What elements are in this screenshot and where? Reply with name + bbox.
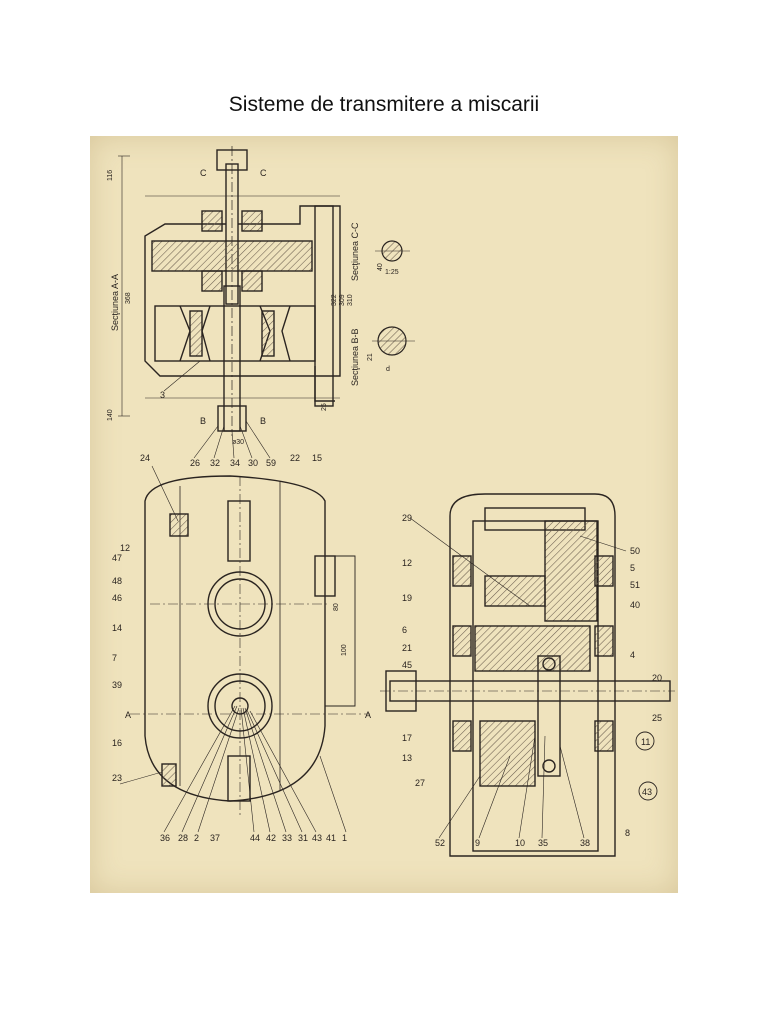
callout-side-12: 23 (112, 773, 122, 783)
marker-a-right: A (365, 710, 371, 720)
label-section-c-c: Secţiunea C-C (350, 222, 360, 281)
dim-116: 116 (107, 170, 114, 181)
callout-side-21: 43 (312, 833, 322, 843)
dim-310: 310 (347, 294, 354, 306)
leader-lines (119, 360, 627, 839)
callout-side-13: 36 (160, 833, 170, 843)
section-a-a-view (118, 146, 341, 436)
page-title: Sisteme de transmitere a miscarii (228, 93, 540, 116)
callout-side-14: 28 (178, 833, 188, 843)
callout-plan-1: 29 (402, 513, 412, 523)
callout-plan-20: 10 (515, 838, 525, 848)
callout-top-6: 59 (266, 458, 276, 468)
dim-d: d (386, 366, 390, 373)
callout-side-18: 42 (266, 833, 276, 843)
callout-side-9: 7 (112, 653, 117, 663)
callout-plan-23: 8 (625, 828, 630, 838)
marker-c-right: C (260, 168, 267, 178)
callout-side-2: 22 (290, 453, 300, 463)
callout-plan-13: 11 (641, 737, 650, 747)
callout-plan-15: 13 (402, 753, 412, 763)
callout-plan-9: 21 (402, 643, 412, 653)
callout-plan-17: 25 (652, 713, 662, 723)
callout-side-5: 48 (112, 576, 122, 586)
callout-plan-24: 43 (642, 787, 652, 797)
callout-plan-6: 51 (630, 580, 640, 590)
engineering-drawing: Secţiunea A-A Secţiunea C-C Secţiunea B-… (90, 136, 678, 893)
callout-plan-3: 12 (402, 558, 412, 568)
dim-diameter: ø30 (232, 439, 244, 446)
section-markers: C C B B A A (125, 168, 371, 720)
callout-plan-16: 27 (415, 778, 425, 788)
callout-plan-22: 38 (580, 838, 590, 848)
side-view (130, 475, 370, 816)
callout-plan-21: 35 (538, 838, 548, 848)
section-labels: Secţiunea A-A Secţiunea C-C Secţiunea B-… (110, 222, 360, 386)
callout-side-20: 31 (298, 833, 308, 843)
dimension-labels: 116 368 140 322 309 310 25 80 100 40 21 … (107, 170, 399, 656)
section-c-c (375, 240, 410, 262)
callout-side-22: 41 (326, 833, 336, 843)
callout-plan-19: 9 (475, 838, 480, 848)
marker-b-right: B (260, 416, 266, 426)
callout-side-11: 16 (112, 738, 122, 748)
marker-b-left: B (200, 416, 206, 426)
callout-plan-5: 5 (630, 563, 635, 573)
callout-top-4: 34 (230, 458, 240, 468)
plan-view (380, 493, 675, 857)
marker-a-left: A (125, 710, 131, 720)
plan-view-callouts: 29 50 12 19 5 51 40 6 21 45 4 20 11 17 1… (402, 513, 662, 848)
callout-plan-8: 6 (402, 625, 407, 635)
callout-plan-7: 40 (630, 600, 640, 610)
dim-80: 80 (333, 603, 340, 611)
section-b-b (372, 326, 415, 356)
callout-plan-14: 17 (402, 733, 412, 743)
label-section-b-b: Secţiunea B-B (350, 328, 360, 386)
dim-322: 322 (331, 294, 338, 306)
callout-plan-10: 45 (402, 660, 412, 670)
callout-side-16: 37 (210, 833, 220, 843)
dim-21: 21 (367, 353, 374, 361)
callout-side-7: 12 (120, 543, 130, 553)
dim-140: 140 (107, 409, 114, 421)
callout-plan-18: 52 (435, 838, 445, 848)
dim-309: 309 (339, 294, 346, 306)
callout-side-10: 39 (112, 680, 122, 690)
callout-plan-12: 20 (652, 673, 662, 683)
callout-top-3: 32 (210, 458, 220, 468)
side-view-callouts: 24 22 15 47 48 46 12 14 7 39 16 23 36 28… (112, 453, 347, 843)
top-view-callouts: 3 26 32 34 30 59 (160, 390, 276, 468)
callout-side-6: 46 (112, 593, 122, 603)
callout-side-23: 1 (342, 833, 347, 843)
callout-side-3: 15 (312, 453, 322, 463)
label-section-a-a: Secţiunea A-A (110, 274, 120, 331)
callout-side-15: 2 (194, 833, 199, 843)
dim-taper: 1:25 (385, 269, 399, 276)
dim-40: 40 (377, 263, 384, 271)
callout-side-17: 44 (250, 833, 260, 843)
callout-side-1: 24 (140, 453, 150, 463)
callout-side-8: 14 (112, 623, 122, 633)
callout-side-4: 47 (112, 553, 122, 563)
callout-plan-2: 50 (630, 546, 640, 556)
marker-c-left: C (200, 168, 207, 178)
callout-plan-4: 19 (402, 593, 412, 603)
callout-top-1: 3 (160, 390, 165, 400)
dim-100: 100 (341, 644, 348, 656)
dim-25: 25 (321, 403, 328, 411)
gearbox-drawing-svg: Secţiunea A-A Secţiunea C-C Secţiunea B-… (107, 146, 675, 857)
callout-plan-11: 4 (630, 650, 635, 660)
callout-side-19: 33 (282, 833, 292, 843)
dim-368: 368 (125, 292, 132, 304)
callout-top-2: 26 (190, 458, 200, 468)
callout-top-5: 30 (248, 458, 258, 468)
